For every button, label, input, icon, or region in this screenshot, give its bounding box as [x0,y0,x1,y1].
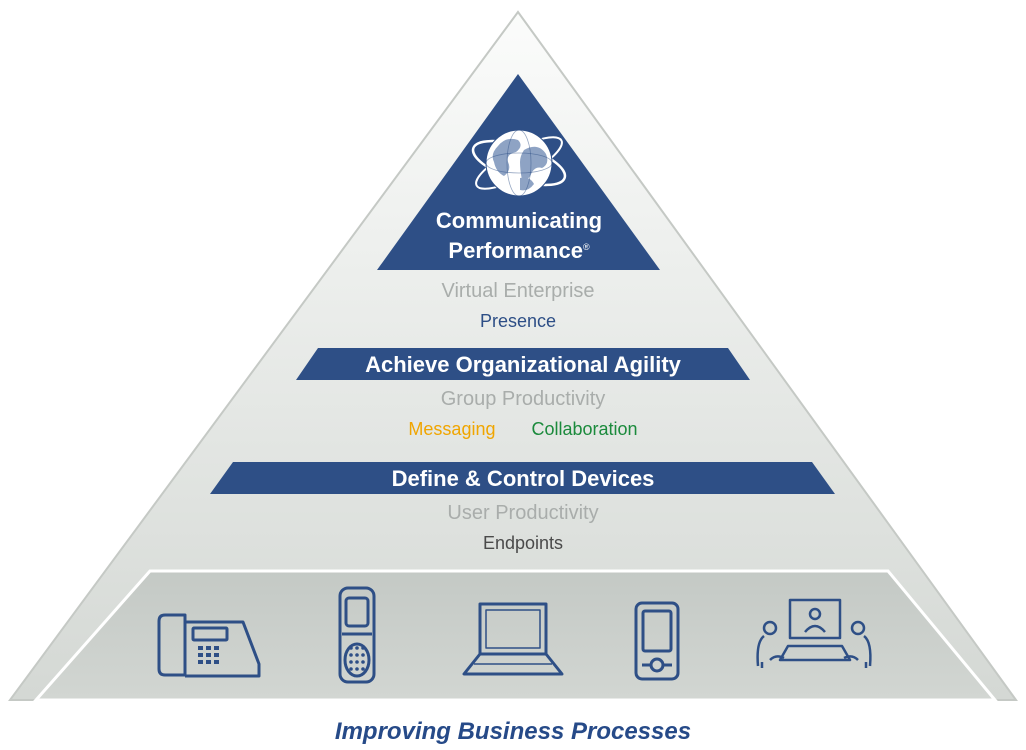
band-label-organizational-agility: Achieve Organizational Agility [365,352,681,377]
band-label-define-control-devices: Define & Control Devices [391,466,655,491]
registered-mark: ® [582,242,590,252]
band-define-control-devices [210,462,835,494]
tier-label-group-productivity: Group Productivity [440,388,606,410]
video-conference-icon [756,598,872,668]
tier-items-row-1: Messaging Collaboration [0,419,1026,440]
tier-item-messaging: Messaging [408,419,496,439]
pda-icon [634,601,680,681]
apex-title-line2-row: Performance® [419,234,619,264]
tier-item-presence: Presence [479,311,557,331]
laptop-icon [462,602,564,676]
desk-phone-icon [157,613,261,678]
band-organizational-agility [296,348,750,380]
tier-label-user-productivity: User Productivity [447,502,599,524]
tier-item-collaboration: Collaboration [531,419,638,439]
apex-title: Communicating Performance® [419,208,619,264]
pyramid-base-platform [32,569,999,702]
tier-item-endpoints: Endpoints [482,533,564,553]
globe-icon [471,129,567,197]
diagram-caption: Improving Business Processes [334,718,692,745]
apex-title-line2: Performance [448,238,583,263]
apex-title-line1: Communicating [435,208,603,233]
mobile-phone-icon [338,586,376,684]
tier-label-virtual-enterprise: Virtual Enterprise [441,280,595,302]
